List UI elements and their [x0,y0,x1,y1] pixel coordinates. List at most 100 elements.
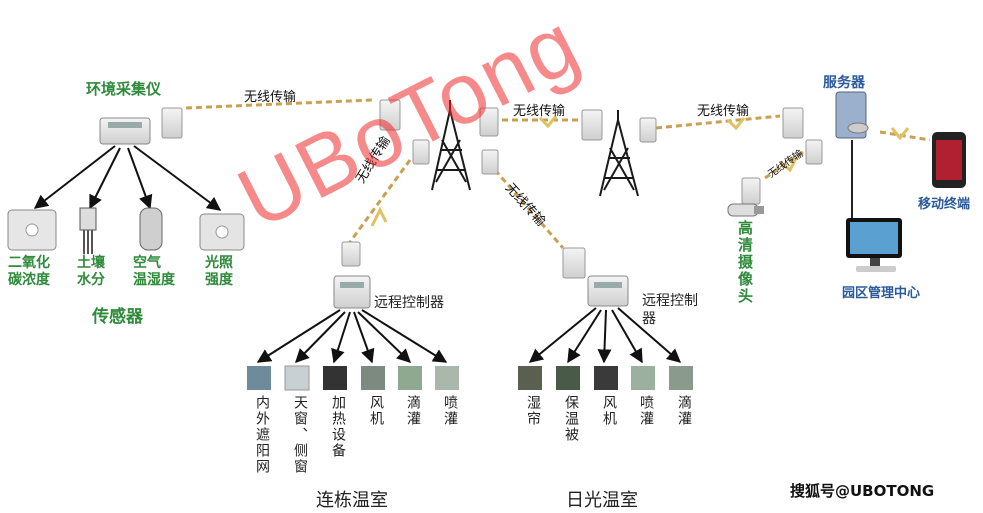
device-label: 喷灌 [442,395,458,427]
ap-box [562,247,586,279]
device-thumb [323,366,347,390]
air-sensor-device [139,207,163,251]
arrow-device [331,311,351,364]
device-thumb [669,366,693,390]
ap-box [479,107,499,137]
device-label: 加热设备 [330,395,346,459]
arrow-device [611,309,643,364]
arrow-device [528,307,597,363]
device-label: 风机 [601,395,617,427]
device-label: 风机 [368,395,384,427]
wireless-label: 无线传输 [244,90,297,105]
server-device [835,91,869,218]
env-collector-label: 环境采集仪 [86,80,162,98]
arrow-device [357,311,412,363]
sensor-label-line: 空气 [133,255,161,271]
device-label: 滴灌 [405,395,421,427]
spark-mark [726,117,746,131]
ctrl2-arrows [528,307,682,364]
arrow-device [597,309,612,364]
tower-1 [431,100,471,191]
sensor-label-line: 光照 [205,255,233,271]
greenhouse-label: 连栋温室 [316,490,388,511]
spark-mark [779,157,798,173]
wireless-label: 无线传输 [513,104,566,119]
sensor-label-line: 土壤 [77,255,105,271]
camera-device [727,203,764,217]
link-collector-to-tower1 [185,98,373,110]
device-thumbnails [247,365,693,391]
arrow-sensor-light [133,145,222,211]
link-server-to-mobile [879,130,931,142]
device-label: 滴灌 [676,395,692,427]
link-camera-to-ap [764,148,807,180]
sensor-arrows [33,145,222,211]
device-thumb [435,366,459,390]
sensor-label-soil: 土壤 水分 [77,255,105,289]
device-label: 湿帘 [525,395,541,427]
ap-box [481,149,499,175]
sensor-devices [7,207,245,254]
arrow-device [256,309,341,363]
device-label: 喷灌 [638,395,654,427]
wireless-label: 无线传输 [697,104,750,119]
greenhouse-label: 日光温室 [566,490,638,511]
arrow-device [617,307,682,363]
ap-box [161,107,183,139]
ap-box [639,117,657,143]
mobile-label: 移动终端 [918,197,971,212]
sensor-label-line: 二氧化 [8,255,50,271]
spark-mark [538,115,558,129]
device-label: 保温被 [563,395,579,443]
sensor-label-light: 光照 强度 [205,255,233,289]
ap-box [805,139,823,165]
access-points [161,99,823,279]
link-sparks [370,115,910,227]
spark-mark [370,206,388,227]
spark-mark [890,127,910,141]
arrow-device [295,311,346,363]
env-collector-device [99,117,151,145]
hd-camera-label: 高清摄像头 [736,220,754,305]
device-thumb [631,366,655,390]
device-label: 天窗、侧窗 [292,395,308,475]
sensor-label-line: 温湿度 [133,272,175,288]
device-thumb [361,366,385,390]
arrow-device [361,309,448,363]
sensor-label-co2: 二氧化 碳浓度 [8,255,50,289]
server-label: 服务器 [823,75,865,91]
source-credit: 搜狐号@UBOTONG [790,482,935,500]
arrow-sensor-soil [89,147,121,210]
device-thumb [398,366,422,390]
ap-box [341,241,361,267]
remote-ctrl-label: 远程控制器 [642,293,698,327]
tower-2 [599,110,639,197]
wireless-links [185,98,931,249]
sensor-label-line: 碳浓度 [8,272,50,288]
sensor-label-line: 水分 [77,272,105,288]
sensor-label-line: 强度 [205,272,233,288]
arrow-sensor-co2 [33,145,116,209]
ap-box [741,177,761,205]
device-thumb [594,366,618,390]
ap-box [412,139,430,165]
remote-controller-2 [587,275,629,307]
ap-box [581,109,603,141]
device-thumb [556,366,580,390]
arrow-device [353,311,375,364]
device-label: 内外遮阳网 [254,395,270,475]
ctrl1-arrows [256,309,448,364]
sensors-group-label: 传感器 [92,307,143,327]
arrow-device [567,309,602,364]
ap-box [782,107,804,139]
link-tower1-to-ctrl1 [348,159,412,243]
device-thumb [518,366,542,390]
link-tower2-to-server [655,114,781,130]
link-tower1-to-ap [493,169,565,249]
device-thumb [247,366,271,390]
device-thumb [284,365,310,391]
soil-sensor-device [79,207,97,231]
pc-device [846,218,902,272]
